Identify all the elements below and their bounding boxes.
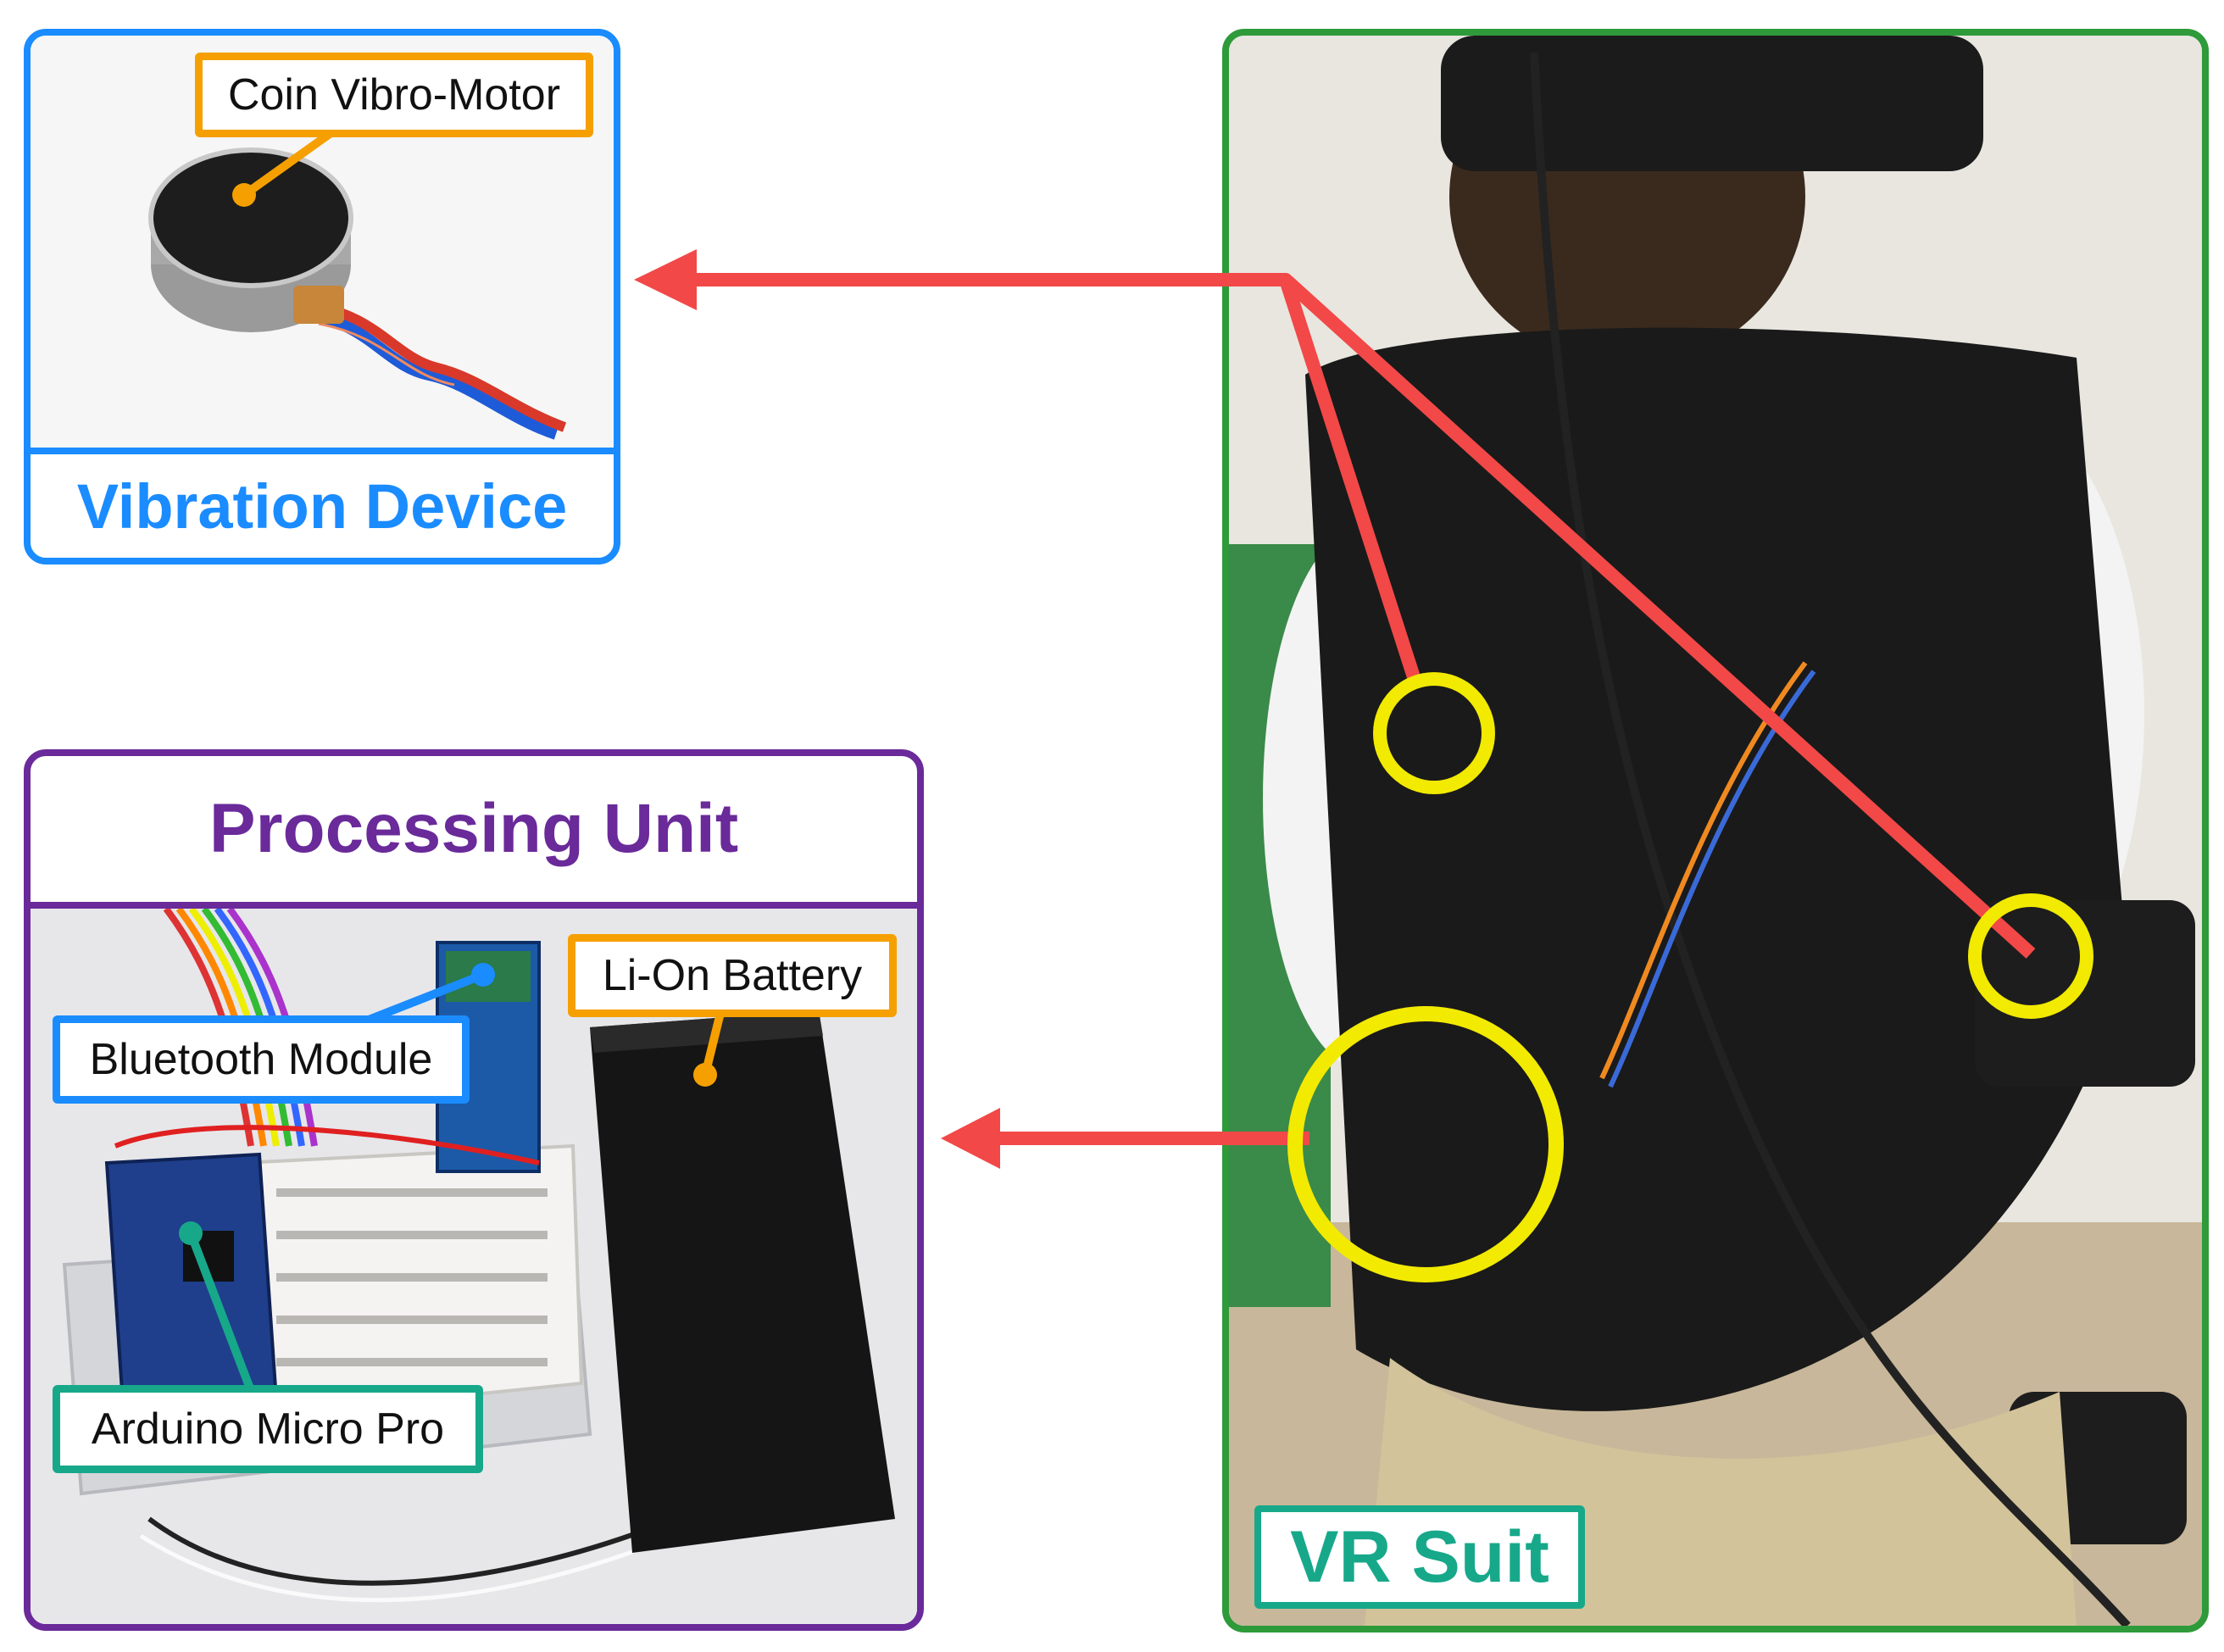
vr-suit-photo: [1229, 36, 2202, 1626]
processing-panel-divider: [31, 902, 917, 909]
processing-unit-panel: Processing Unit: [24, 749, 924, 1631]
bluetooth-module-label: Bluetooth Module: [53, 1015, 470, 1104]
battery-label: Li-On Battery: [568, 934, 897, 1017]
processing-unit-title: Processing Unit: [208, 790, 739, 867]
vibration-device-title: Vibration Device: [76, 470, 568, 542]
arduino-micro-pro-label: Arduino Micro Pro: [53, 1385, 483, 1473]
vr-suit-title: VR Suit: [1254, 1505, 1585, 1609]
processing-arrow-head: [941, 1108, 1000, 1169]
vibration-arrow-head: [634, 249, 697, 310]
vr-suit-panel: VR Suit: [1222, 29, 2209, 1633]
coin-vibro-motor-label: Coin Vibro-Motor: [195, 53, 593, 137]
vibration-panel-divider: [31, 448, 614, 454]
